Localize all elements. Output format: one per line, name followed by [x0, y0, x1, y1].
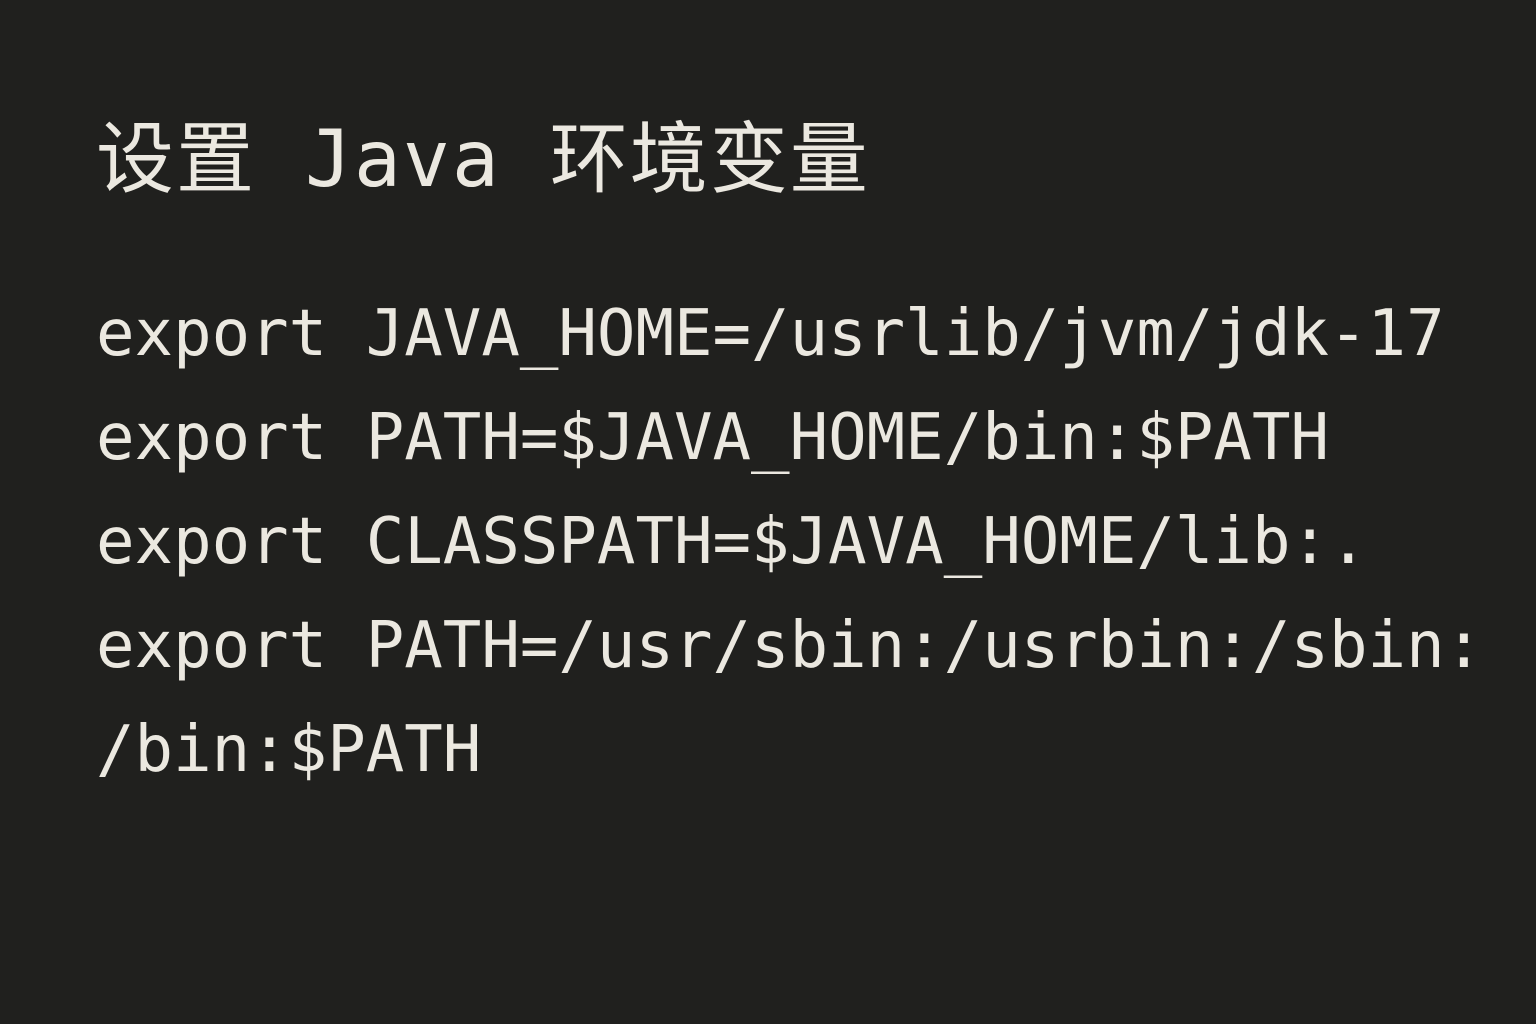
code-line-path-java-bin: export PATH=$JAVA_HOME/bin:$PATH [96, 401, 1329, 475]
code-line-java-home: export JAVA_HOME=/usrlib/jvm/jdk-17 [96, 297, 1445, 371]
code-block: export JAVA_HOME=/usrlib/jvm/jdk-17 expo… [96, 282, 1516, 802]
code-line-path-system: export PATH=/usr/sbin:/usrbin:/sbin: [96, 609, 1484, 683]
code-line-classpath: export CLASSPATH=$JAVA_HOME/lib:. [96, 505, 1368, 579]
page-title: 设置 Java 环境变量 [96, 115, 870, 205]
code-line-path-continuation: /bin:$PATH [96, 713, 482, 787]
